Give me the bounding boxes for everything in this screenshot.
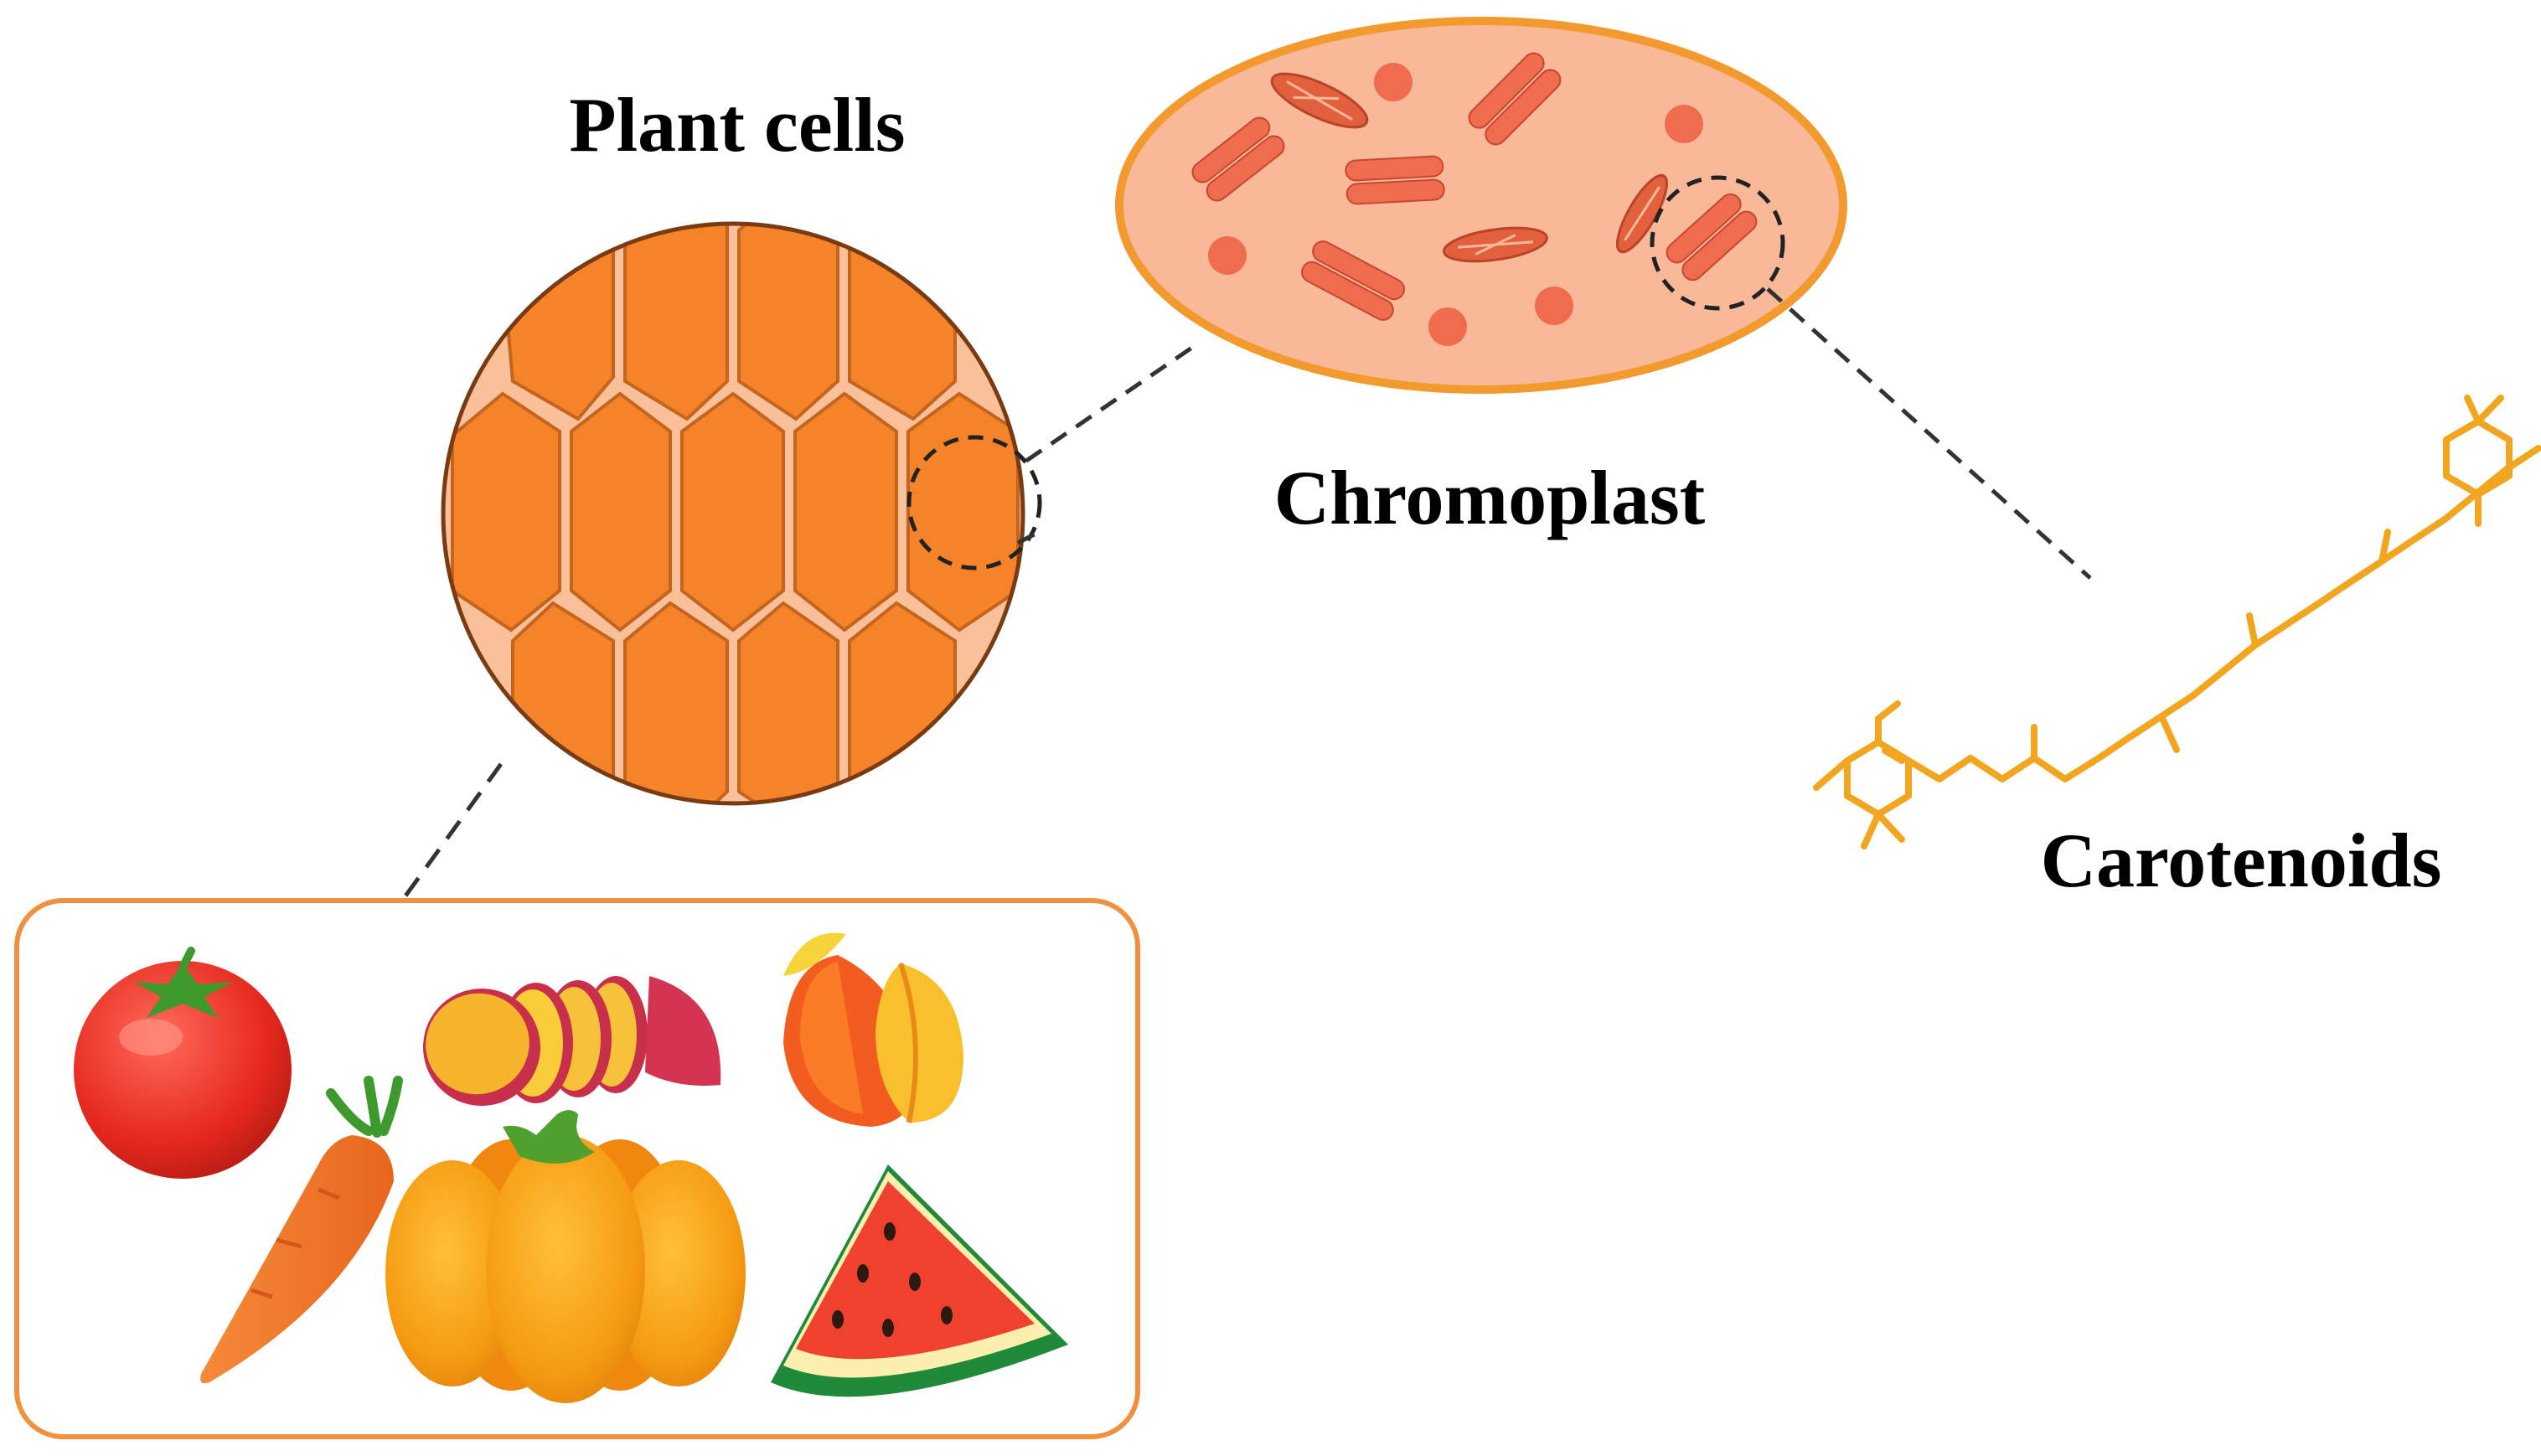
- connector-line: [400, 762, 504, 902]
- connector-line: [1766, 287, 2092, 580]
- plastoglobule: [1535, 287, 1573, 325]
- tomato-illustration: [74, 947, 292, 1179]
- watermelon-illustration: [771, 1164, 1068, 1397]
- cell: [680, 391, 785, 632]
- membrane-sac: [1443, 226, 1548, 263]
- connector-line: [1025, 341, 1200, 463]
- chromoplast-zoom-circle: [1650, 175, 1785, 311]
- cell-zoom-circle: [906, 435, 1042, 571]
- cell: [848, 224, 957, 421]
- plant-cells-title: Plant cells: [569, 82, 905, 168]
- carrot-illustration: [200, 1076, 403, 1384]
- crystal-rod: [1301, 240, 1405, 321]
- cell: [623, 601, 729, 803]
- crystal-rod: [1345, 155, 1445, 205]
- cell: [906, 391, 1020, 632]
- plastoglobule: [1208, 236, 1247, 275]
- food-sources-box: [14, 898, 1140, 1439]
- plastoglobule: [1665, 105, 1703, 143]
- crystal-rod: [1191, 116, 1285, 202]
- plant-cells-circle: [441, 221, 1025, 806]
- cell: [451, 391, 561, 632]
- membrane-sac: [1270, 72, 1369, 129]
- carotenoid-ring: [2443, 395, 2513, 527]
- chromoplast-organelle: [1115, 17, 1847, 394]
- cell: [793, 391, 898, 632]
- membrane-sac: [1616, 173, 1668, 254]
- carotenoids-title: Carotenoids: [2041, 818, 2442, 903]
- pumpkin-illustration: [385, 1110, 746, 1403]
- cell: [737, 601, 839, 803]
- cell: [623, 224, 729, 421]
- chromoplast-title: Chromoplast: [1274, 455, 1706, 540]
- connector-line: [1016, 529, 1041, 545]
- plastoglobule: [1374, 63, 1413, 101]
- cell: [570, 391, 672, 632]
- sweet-potato-illustration: [423, 976, 721, 1106]
- crystal-rod: [1468, 52, 1562, 146]
- crystal-rod: [1666, 193, 1758, 281]
- cell: [500, 224, 615, 421]
- peach-illustration: [783, 932, 963, 1127]
- carotenoid-molecule: [1813, 445, 2541, 849]
- plastoglobule: [1428, 307, 1467, 346]
- cell: [737, 224, 839, 421]
